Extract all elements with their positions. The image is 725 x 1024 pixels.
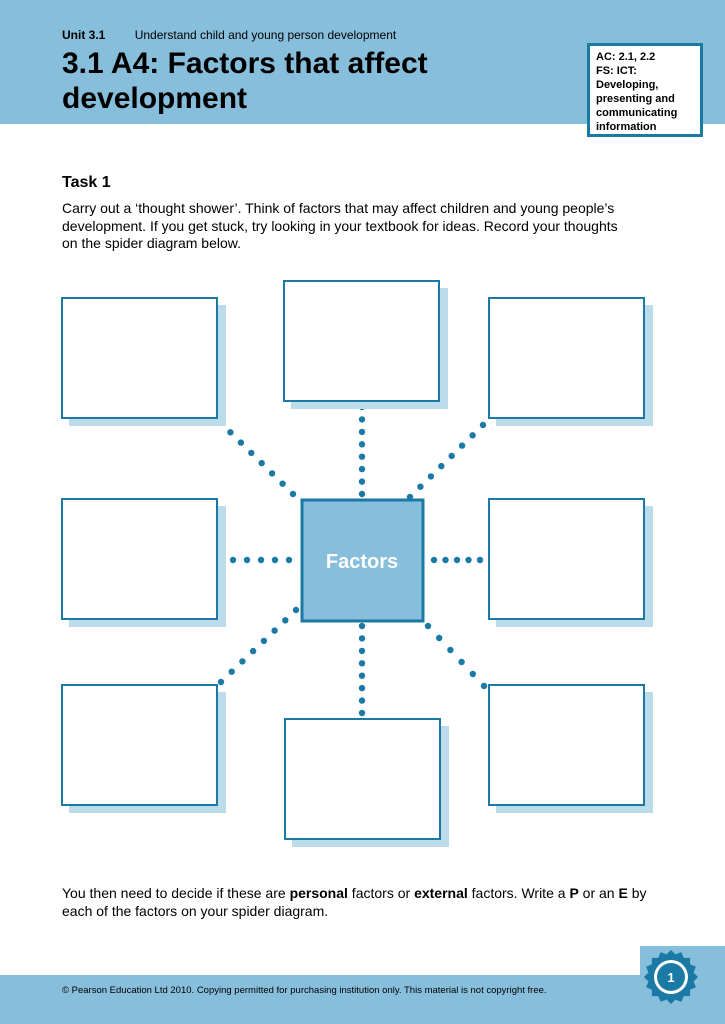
connector-dot bbox=[479, 421, 487, 429]
task-heading: Task 1 bbox=[62, 174, 111, 191]
connector-dot bbox=[358, 709, 366, 717]
connector-dot bbox=[438, 462, 445, 470]
connector-dot bbox=[448, 452, 455, 460]
page-title: 3.1 A4: Factors that affect development bbox=[62, 47, 428, 115]
connector-dot bbox=[424, 622, 432, 630]
text-segment: You then need to decide if these are bbox=[62, 885, 290, 901]
connector-dot bbox=[229, 556, 237, 564]
connector-dot bbox=[417, 483, 424, 490]
connector-dot bbox=[453, 556, 461, 564]
connector-dot bbox=[282, 617, 289, 624]
text-segment: or an bbox=[578, 885, 619, 901]
connector-dot bbox=[237, 439, 245, 446]
connector-dot bbox=[358, 490, 366, 498]
connector-dot bbox=[358, 416, 366, 423]
connector-dot bbox=[268, 470, 276, 477]
connector-dot bbox=[469, 432, 476, 439]
connector-dot bbox=[358, 453, 366, 460]
connector-dot bbox=[476, 556, 484, 564]
bottom-instructions: You then need to decide if these are per… bbox=[62, 884, 662, 920]
answer-box-top-center[interactable] bbox=[283, 280, 440, 402]
answer-box-top-right[interactable] bbox=[488, 297, 645, 419]
connector-dot bbox=[358, 684, 366, 692]
connector-dot bbox=[427, 473, 435, 480]
answer-box-bottom-right[interactable] bbox=[488, 684, 645, 806]
text-bold-p: P bbox=[569, 885, 579, 901]
ac-line: AC: 2.1, 2.2 bbox=[596, 51, 656, 63]
fs-line: information bbox=[596, 121, 657, 133]
connector-dot bbox=[292, 606, 300, 614]
answer-box-bottom-left[interactable] bbox=[61, 684, 218, 806]
fs-line: FS: ICT: bbox=[596, 65, 637, 77]
badge-core-circle bbox=[657, 963, 685, 991]
connector-dot bbox=[228, 668, 235, 675]
connector-dot bbox=[358, 441, 366, 448]
connector-dot bbox=[217, 678, 225, 686]
connector-dot bbox=[358, 672, 366, 679]
connector-dot bbox=[358, 647, 366, 655]
copyright-notice: © Pearson Education Ltd 2010. Copying pe… bbox=[62, 985, 547, 996]
connector-dot bbox=[260, 637, 268, 645]
connector-dot bbox=[249, 647, 257, 655]
footer-band bbox=[0, 975, 725, 1024]
connector-dot bbox=[358, 478, 366, 485]
connector-dot bbox=[358, 465, 366, 473]
connector-dot bbox=[271, 627, 278, 634]
text-segment: factors. Write a bbox=[467, 885, 570, 901]
connector-dot bbox=[458, 442, 466, 449]
text-bold-external: external bbox=[414, 885, 468, 901]
answer-box-bottom-center[interactable] bbox=[284, 718, 441, 840]
connector-dot bbox=[358, 697, 366, 704]
connector-dot bbox=[258, 459, 265, 467]
unit-code: Unit 3.1 bbox=[62, 28, 106, 42]
fs-line: Developing, bbox=[596, 79, 659, 91]
center-factors-box bbox=[300, 498, 425, 623]
text-bold-personal: personal bbox=[289, 885, 348, 901]
task-instructions: Carry out a ‘thought shower’. Think of f… bbox=[62, 200, 618, 251]
connector-dot bbox=[271, 556, 279, 564]
connector-dot bbox=[469, 670, 476, 678]
connector-dot bbox=[257, 556, 265, 564]
connector-dot bbox=[442, 556, 449, 564]
text-segment: factors or bbox=[347, 885, 415, 901]
assessment-criteria-box: AC: 2.1, 2.2 FS: ICT: Developing, presen… bbox=[587, 43, 703, 137]
connector-dot bbox=[239, 658, 246, 665]
connector-dot bbox=[458, 658, 465, 666]
page-number: 1 bbox=[667, 970, 674, 985]
fs-line: communicating bbox=[596, 107, 678, 119]
fs-line: presenting and bbox=[596, 93, 675, 105]
connector-dot bbox=[480, 682, 488, 690]
connector-dot bbox=[358, 635, 366, 642]
connector-dot bbox=[243, 556, 251, 564]
center-label: Factors bbox=[326, 551, 398, 573]
answer-box-middle-right[interactable] bbox=[488, 498, 645, 620]
answer-box-middle-left[interactable] bbox=[61, 498, 218, 620]
connector-dot bbox=[358, 622, 366, 630]
connector-dot bbox=[279, 480, 286, 487]
connector-dot bbox=[289, 490, 297, 498]
connector-dot bbox=[430, 556, 438, 564]
connector-dot bbox=[447, 646, 454, 654]
text-segment: by each of the factors on your spider di… bbox=[62, 885, 647, 919]
unit-line: Unit 3.1 Understand child and young pers… bbox=[62, 28, 396, 42]
connector-dot bbox=[436, 634, 443, 642]
connector-dot bbox=[358, 660, 366, 667]
answer-box-top-left[interactable] bbox=[61, 297, 218, 419]
connector-dot bbox=[248, 449, 255, 457]
page-number-badge: 1 bbox=[644, 950, 698, 1004]
connector-dot bbox=[465, 556, 472, 564]
connector-dot bbox=[285, 556, 293, 564]
connector-dot bbox=[358, 428, 366, 436]
text-bold-e: E bbox=[618, 885, 628, 901]
connector-dot bbox=[227, 429, 234, 436]
unit-title: Understand child and young person develo… bbox=[134, 28, 397, 42]
